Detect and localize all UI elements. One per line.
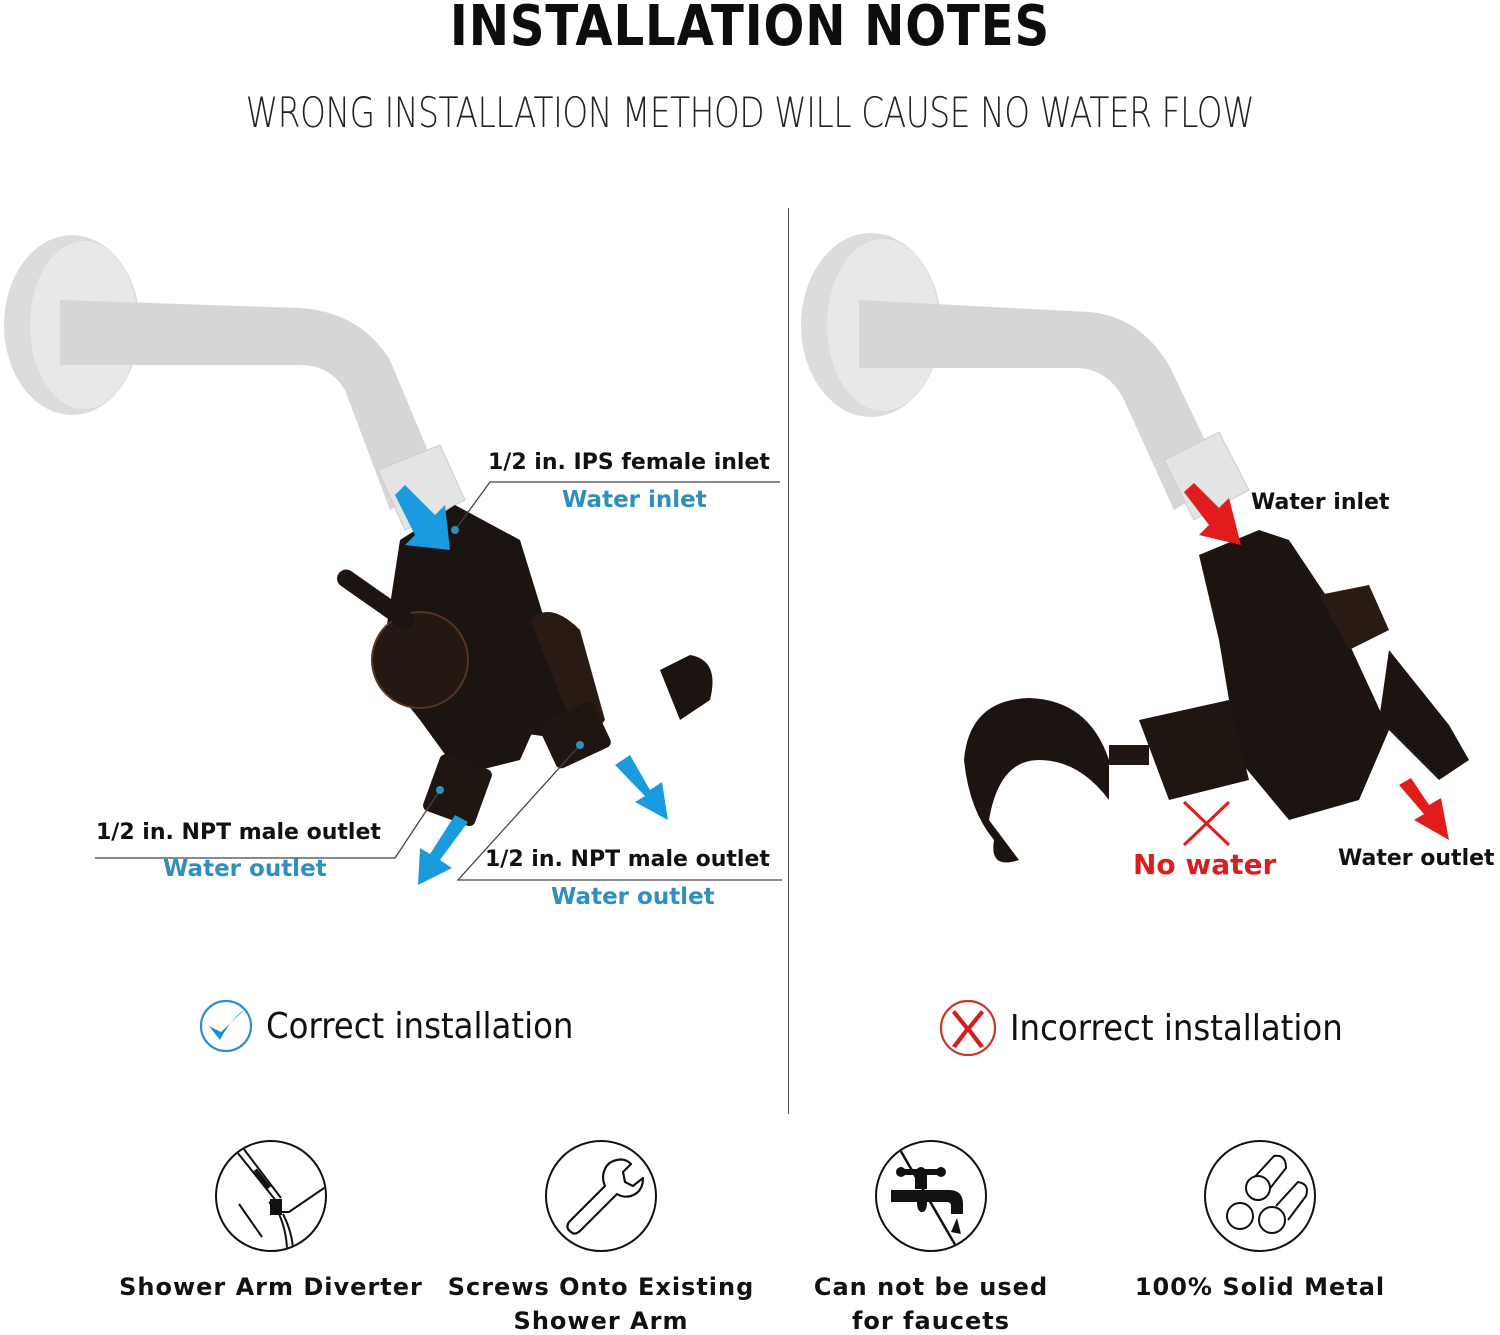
inlet-spec-label: 1/2 in. IPS female inlet xyxy=(488,450,770,475)
feature-solid-metal: 100% Solid Metal xyxy=(1100,1140,1420,1304)
outlet-left-name-label: Water outlet xyxy=(163,856,327,882)
feature-caption: Shower Arm Diverter xyxy=(119,1273,423,1301)
inlet-name-label: Water inlet xyxy=(562,487,707,513)
metal-bars-icon xyxy=(1204,1140,1316,1252)
correct-verdict: Correct installation xyxy=(198,998,608,1054)
incorrect-installation-panel: Water inlet No water Water outlet xyxy=(789,200,1500,940)
incorrect-verdict-text: Incorrect installation xyxy=(1010,1007,1343,1049)
wrong-inlet-label: Water inlet xyxy=(1251,490,1390,515)
feature-caption: 100% Solid Metal xyxy=(1134,1273,1386,1301)
outlet-right-name-label: Water outlet xyxy=(551,884,715,910)
correct-verdict-text: Correct installation xyxy=(266,1005,574,1047)
feature-shower-arm-diverter: Shower Arm Diverter xyxy=(111,1140,431,1304)
check-circle-icon xyxy=(199,999,253,1053)
wrench-icon xyxy=(545,1140,657,1252)
shower-head-icon xyxy=(215,1140,327,1252)
correct-installation-panel: 1/2 in. IPS female inlet Water inlet 1/2… xyxy=(0,200,788,940)
page-subtitle: WRONG INSTALLATION METHOD WILL CAUSE NO … xyxy=(245,88,1255,137)
wrong-outlet-label: Water outlet xyxy=(1338,846,1495,871)
page-title: INSTALLATION NOTES xyxy=(449,0,1051,59)
no-faucet-icon xyxy=(875,1140,987,1252)
x-circle-icon xyxy=(939,999,997,1057)
correct-installation-illustration xyxy=(4,235,782,885)
incorrect-verdict: Incorrect installation xyxy=(938,998,1380,1058)
outlet-left-spec-label: 1/2 in. NPT male outlet xyxy=(96,820,381,845)
panel-divider xyxy=(788,208,789,1114)
outlet-right-spec-label: 1/2 in. NPT male outlet xyxy=(485,847,770,872)
incorrect-installation-illustration xyxy=(801,233,1469,863)
no-water-label: No water xyxy=(1133,848,1277,881)
